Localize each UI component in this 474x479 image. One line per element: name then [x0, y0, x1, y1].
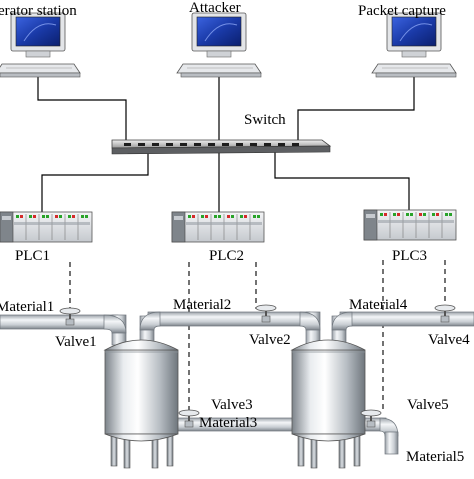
plc2-rack-icon[interactable]: [171, 211, 265, 243]
operator-station-computer-icon[interactable]: [0, 12, 81, 78]
tank-1[interactable]: [103, 339, 179, 442]
valve2-label: Valve2: [249, 332, 291, 348]
material1-label: Material1: [0, 299, 55, 315]
network-switch-icon[interactable]: [111, 139, 332, 155]
operator-station-label: erator station: [0, 3, 77, 19]
tank-legs: [110, 431, 361, 469]
tank-2[interactable]: [290, 339, 366, 442]
pipework: [0, 311, 474, 455]
packet-capture-computer-icon[interactable]: [371, 12, 457, 78]
material4-label: Material4: [349, 297, 408, 313]
attacker-computer-icon[interactable]: [176, 12, 262, 78]
attacker-label: Attacker: [189, 0, 241, 16]
control-links: [69, 260, 446, 410]
material5-label: Material5: [406, 449, 465, 465]
switch-label: Switch: [244, 112, 286, 128]
plc2-label: PLC2: [209, 248, 245, 264]
plc3-rack-icon[interactable]: [363, 209, 457, 241]
network-wiring: [37, 76, 415, 212]
valve4-label: Valve4: [428, 332, 470, 348]
valve5-label: Valve5: [407, 397, 449, 413]
plc1-label: PLC1: [15, 248, 51, 264]
material2-label: Material2: [173, 297, 232, 313]
material3-label: Material3: [199, 415, 258, 431]
valve1-label: Valve1: [55, 334, 97, 350]
packet-capture-label: Packet capture: [358, 3, 446, 19]
valve3-label: Valve3: [211, 397, 253, 413]
plc1-rack-icon[interactable]: [0, 211, 93, 243]
plc3-label: PLC3: [392, 248, 428, 264]
